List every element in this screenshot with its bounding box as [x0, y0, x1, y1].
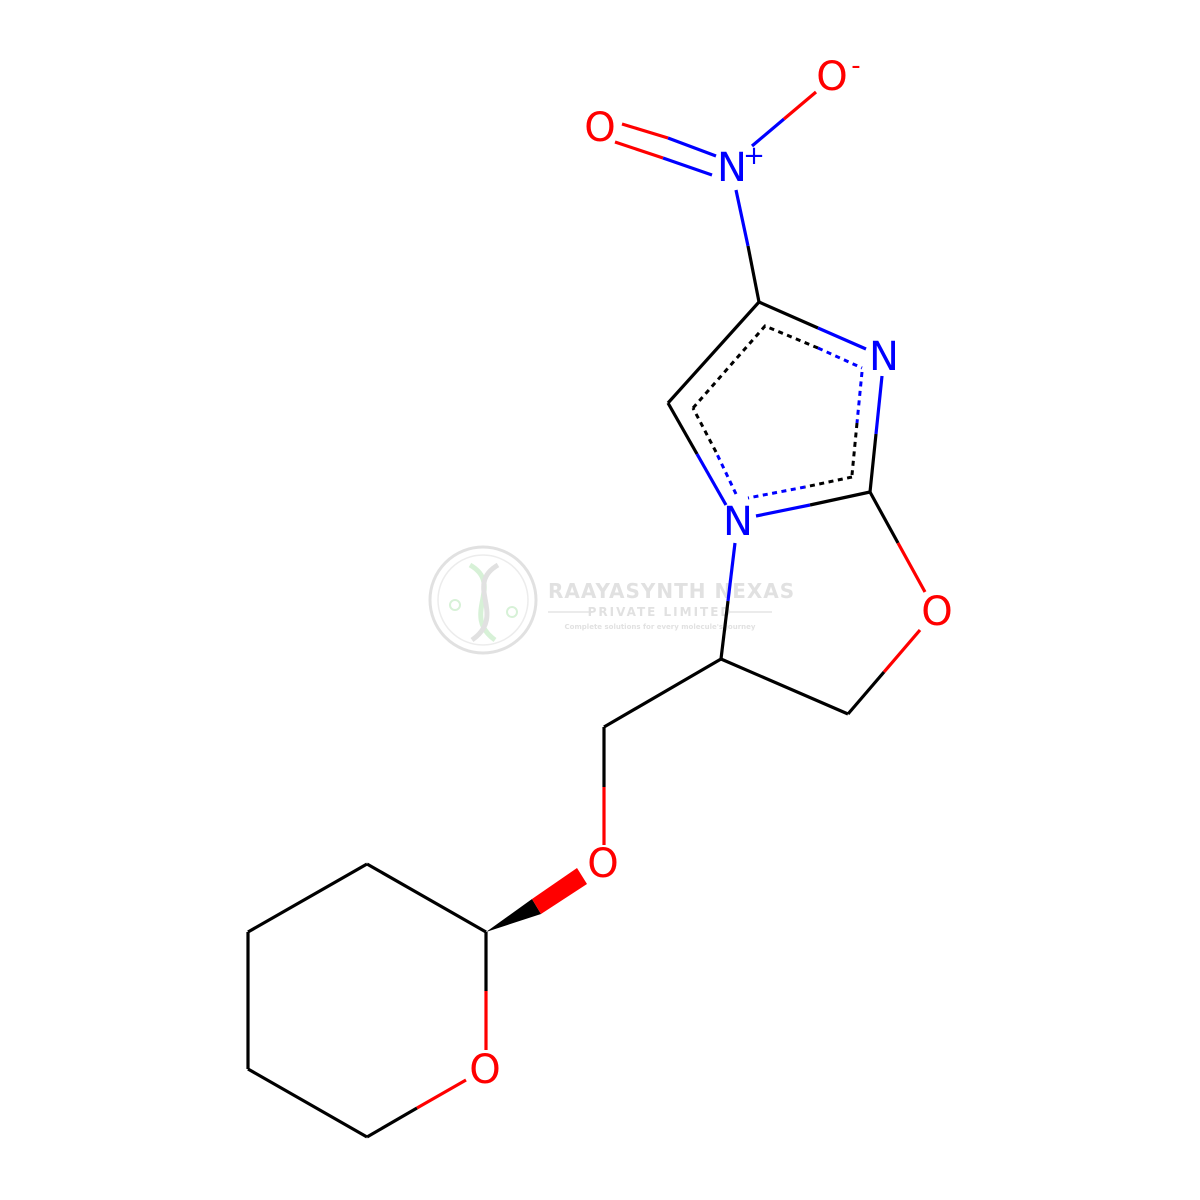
- bond-n-c4: [734, 189, 761, 303]
- atom-o-nitro-double: O: [584, 105, 615, 151]
- aromatic-dashes: [691, 324, 864, 500]
- watermark-company-name: RAAYASYNTH NEXAS: [548, 579, 795, 603]
- bond-c2-o-oxazole: [868, 491, 927, 593]
- atom-o-nitro-single: O: [816, 54, 847, 100]
- bond-c3prime-c4prime: [247, 862, 368, 934]
- dna-helix-icon: [428, 545, 538, 655]
- charge-positive: +: [743, 141, 765, 171]
- atom-n-ring-upper: N: [869, 334, 899, 380]
- bond-c5prime-c6prime: [247, 1067, 368, 1139]
- bond-n-upper-c2: [868, 375, 884, 493]
- bond-c5-c4: [666, 300, 761, 405]
- atom-n-nitro: N: [717, 145, 747, 191]
- atom-o-oxazole: O: [921, 589, 952, 635]
- atom-o-ether: O: [587, 841, 618, 887]
- bond-c2-n-lower: [755, 490, 871, 518]
- atom-labels: O O - N + N N O O O: [469, 51, 952, 1093]
- bond-c3-n-lower: [719, 542, 737, 660]
- bonds: [246, 90, 927, 1139]
- bond-c3-ch2-side: [603, 657, 722, 729]
- bond-o-oxazole-ch2: [846, 628, 922, 716]
- bond-c4-n-upper: [758, 300, 867, 351]
- watermark-tagline: Complete solutions for every molecule's …: [565, 623, 756, 631]
- bond-n-lower-c5: [666, 402, 728, 506]
- watermark: RAAYASYNTH NEXAS PRIVATE LIMITED Complet…: [428, 545, 795, 655]
- bond-c6prime-o-pyran: [366, 1078, 467, 1139]
- bond-n-o-single: [750, 90, 818, 148]
- bond-ch2-c3: [720, 657, 849, 716]
- atom-n-ring-lower: N: [723, 499, 753, 545]
- wedge-bond-o-c2prime: [486, 868, 587, 932]
- watermark-company-type: PRIVATE LIMITED: [588, 605, 733, 619]
- bond-o-n-double: [614, 122, 717, 177]
- charge-negative: -: [851, 51, 860, 81]
- atom-o-pyran: O: [469, 1047, 500, 1093]
- bond-c2prime-c3prime: [366, 862, 487, 934]
